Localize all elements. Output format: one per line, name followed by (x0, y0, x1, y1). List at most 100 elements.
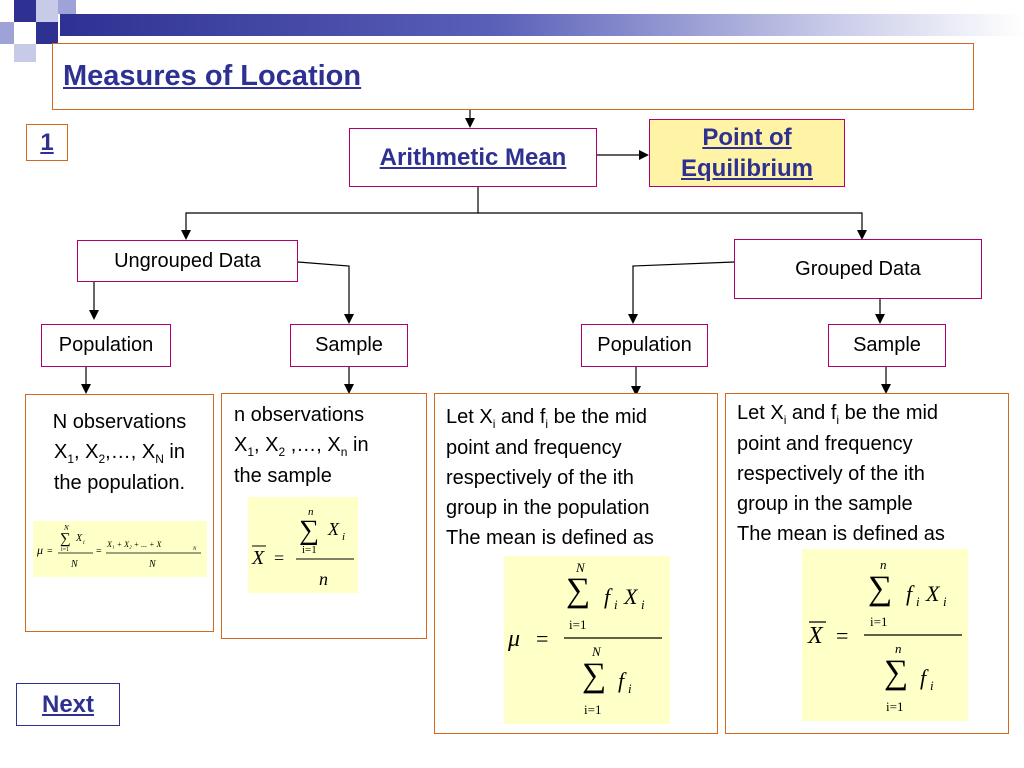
point-of-equilibrium-label: Point of Equilibrium (681, 123, 813, 182)
description-line: the sample (234, 465, 332, 487)
slide-number-link[interactable]: 1 (26, 124, 68, 161)
formula-equals: = (47, 546, 53, 557)
sum-variable: X (75, 533, 83, 544)
sigma-symbol: ∑ (868, 570, 892, 607)
sum-variable: X (327, 519, 340, 539)
decor-square (58, 0, 76, 14)
description-line: N observations (52, 411, 187, 433)
description-line: n observations (234, 404, 365, 426)
description-line: the population. (53, 472, 186, 494)
description-line: respectively of the ith (446, 467, 634, 489)
ungrouped-data-node: Ungrouped Data (77, 240, 298, 282)
sum-lower-limit: i=1 (302, 544, 317, 556)
population-label: Population (58, 334, 154, 356)
header-gradient-bar (60, 14, 1024, 36)
sample-label: Sample (853, 334, 921, 356)
sum-variable-subscript: i (641, 597, 645, 612)
description-line: The mean is defined as (737, 523, 945, 545)
expanded-numerator: X₁ + X₂ + ... + X (106, 540, 163, 549)
numerator-f-subscript: i (614, 597, 618, 612)
page-title: Measures of Location (63, 60, 362, 92)
sample-mean-formula: X = n ∑ X i i=1 n (248, 497, 358, 593)
population-grouped-description: Let Xi and fi be the mid point and frequ… (434, 393, 718, 734)
formula-equals: = (836, 623, 848, 648)
denominator-f-subscript: i (930, 678, 934, 693)
formula-denominator: n (319, 569, 328, 589)
formula-denominator: N (70, 559, 79, 570)
sigma-symbol: ∑ (60, 531, 71, 547)
formula-lhs: X (251, 547, 265, 569)
grouped-data-node: Grouped Data (734, 239, 982, 299)
expanded-denominator: N (148, 559, 157, 570)
sum-lower-limit: i=1 (61, 547, 69, 553)
sample-node-ungrouped: Sample (290, 324, 408, 367)
arithmetic-mean-link[interactable]: Arithmetic Mean (349, 128, 597, 187)
sum-upper-limit: n (880, 557, 887, 572)
description-line: point and frequency (737, 433, 913, 455)
description-line: The mean is defined as (446, 527, 654, 549)
numerator-f: f (604, 584, 613, 609)
sample-grouped-description: Let Xi and fi be the mid point and frequ… (725, 393, 1009, 734)
population-label: Population (597, 334, 692, 356)
sigma-symbol: ∑ (582, 657, 606, 694)
sum-variable: X (925, 581, 941, 606)
grouped-data-label: Grouped Data (795, 257, 921, 280)
formula-equals: = (96, 546, 102, 557)
decor-square (0, 22, 14, 44)
sample-label: Sample (315, 334, 383, 356)
sample-ungrouped-description: n observations X1, X2 ,…, Xn in the samp… (221, 393, 427, 639)
sum-upper-limit: N (575, 560, 586, 575)
sum-variable-subscript: i (943, 594, 947, 609)
sum-variable: X (623, 584, 639, 609)
description-line: group in the population (446, 497, 650, 519)
description-line: Let Xi and fi be the mid (446, 406, 648, 431)
numerator-f: f (906, 581, 915, 606)
denominator-f: f (618, 668, 627, 693)
description-line: group in the sample (737, 493, 913, 515)
ungrouped-data-label: Ungrouped Data (114, 249, 261, 272)
expanded-numerator-subscript: N (192, 547, 197, 552)
formula-lhs: μ (507, 626, 520, 652)
sum-upper-limit: n (308, 506, 314, 518)
denominator-f: f (920, 665, 929, 690)
description-line: Let Xi and fi be the mid (737, 402, 939, 427)
numerator-f-subscript: i (916, 594, 920, 609)
sigma-symbol: ∑ (884, 654, 908, 691)
sum-lower-limit: i=1 (569, 617, 586, 632)
formula-lhs: μ (36, 543, 43, 557)
decor-square (36, 22, 58, 44)
formula-equals: = (536, 626, 548, 651)
denominator-lower-limit: i=1 (886, 699, 903, 714)
decor-square (14, 44, 36, 62)
sum-upper-limit: N (63, 524, 69, 532)
description-line: X1, X2 ,…, Xn in (234, 434, 369, 459)
description-line: respectively of the ith (737, 463, 925, 485)
denominator-upper-limit: N (591, 644, 602, 659)
description-line: point and frequency (446, 437, 622, 459)
denominator-lower-limit: i=1 (584, 702, 601, 717)
population-node-ungrouped: Population (41, 324, 171, 367)
denominator-f-subscript: i (628, 681, 632, 696)
title-box: Measures of Location (52, 43, 974, 110)
description-line: X1, X2,…, XN in (54, 441, 185, 466)
point-of-equilibrium-link[interactable]: Point of Equilibrium (649, 119, 845, 187)
sigma-symbol: ∑ (299, 515, 319, 546)
next-button[interactable]: Next (16, 683, 120, 726)
sum-variable-subscript: i (83, 540, 85, 546)
formula-equals: = (274, 548, 284, 568)
decor-square (14, 0, 36, 22)
sum-variable-subscript: i (342, 531, 345, 543)
sum-lower-limit: i=1 (870, 614, 887, 629)
grouped-sample-mean-formula: X = n ∑ f i X i i=1 n ∑ f i i=1 (802, 549, 968, 721)
grouped-population-mean-formula: μ = N ∑ f i X i i=1 N ∑ f i i=1 (504, 556, 670, 724)
population-ungrouped-description: N observations X1, X2,…, XN in the popul… (25, 394, 214, 632)
sample-node-grouped: Sample (828, 324, 946, 367)
population-node-grouped: Population (581, 324, 708, 367)
decor-square (14, 22, 36, 44)
decor-square (36, 0, 58, 22)
formula-lhs: X (807, 623, 824, 649)
denominator-upper-limit: n (895, 641, 902, 656)
population-mean-formula: μ = N ∑ X i i=1 N = X₁ + X₂ + ... + X N … (33, 521, 207, 577)
sigma-symbol: ∑ (566, 572, 590, 609)
